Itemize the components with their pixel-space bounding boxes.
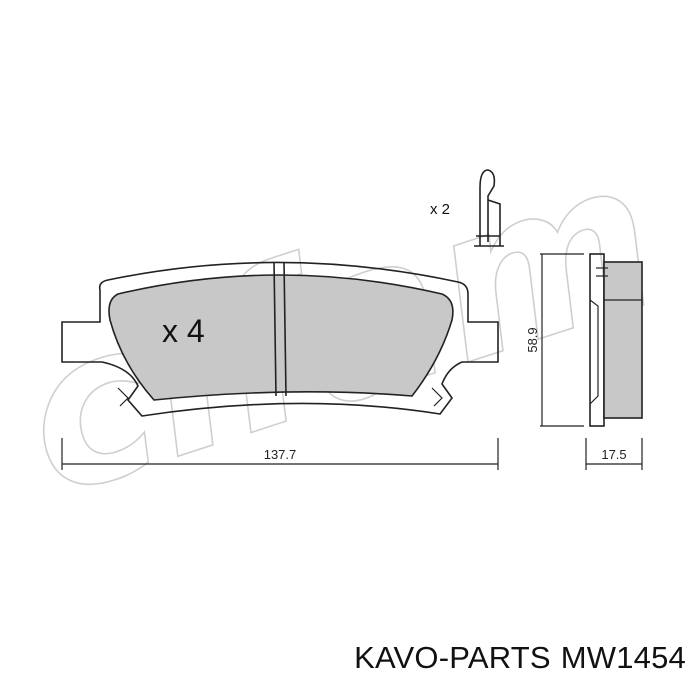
right-tab (431, 387, 443, 407)
brand-name: KAVO-PARTS (354, 640, 551, 675)
spring-clip (474, 169, 504, 247)
height-dimension: 58.9 (525, 253, 584, 427)
width-dimension: 137.7 (61, 438, 499, 470)
side-view (589, 253, 643, 427)
product-caption: KAVO-PARTS MW1454 (354, 640, 686, 676)
center-groove-right (283, 261, 287, 397)
pad-quantity-label: x 4 (162, 313, 205, 349)
thickness-dimension-label: 17.5 (601, 447, 626, 462)
friction-material (108, 274, 454, 401)
center-groove-left (273, 261, 277, 397)
clip-quantity-label: x 2 (430, 201, 450, 218)
thickness-dimension: 17.5 (585, 438, 643, 470)
height-dimension-label: 58.9 (525, 327, 540, 352)
part-number: MW1454 (560, 640, 686, 675)
width-dimension-label: 137.7 (264, 447, 297, 462)
left-tab (117, 387, 129, 407)
backing-plate-outline (61, 261, 499, 417)
